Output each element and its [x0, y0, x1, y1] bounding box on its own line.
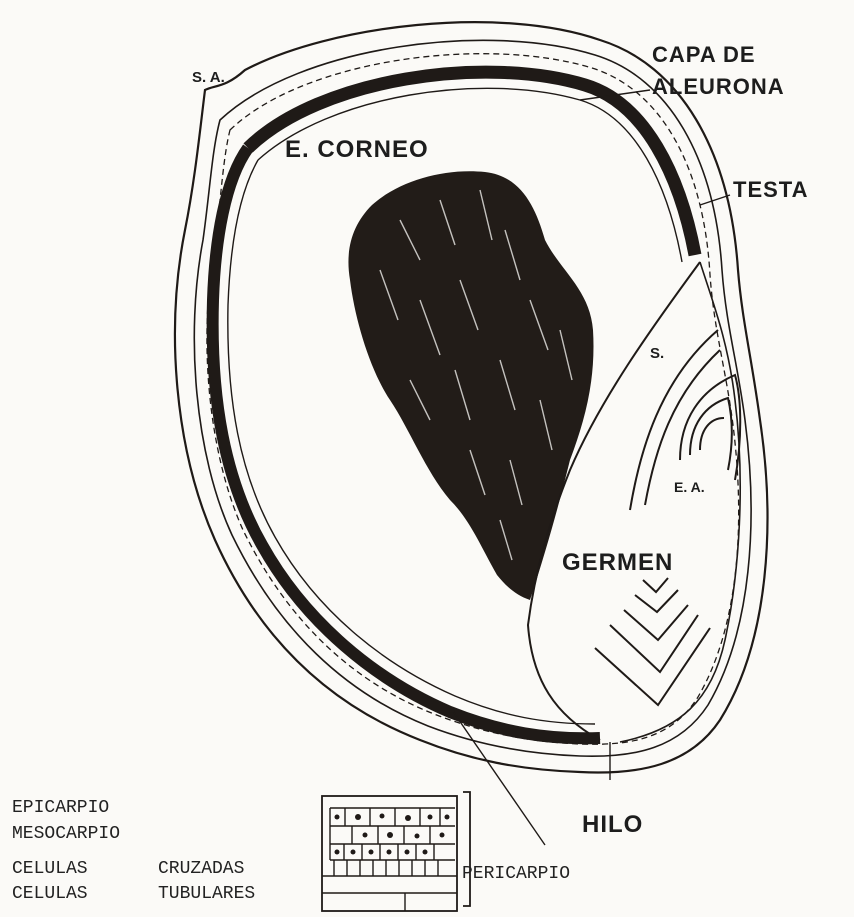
scutellum-outline [620, 262, 740, 742]
legend-epicarp: EPICARPIO [12, 798, 109, 818]
legend-cells-tubular-b: TUBULARES [158, 884, 255, 904]
label-sa: S. A. [192, 69, 225, 86]
label-germ: GERMEN [562, 549, 673, 576]
legend-cells-cross-b: CRUZADAS [158, 859, 244, 879]
label-embryonic-axis: E. A. [674, 479, 705, 495]
label-testa: TESTA [733, 177, 808, 202]
pericarp-marker [449, 707, 455, 713]
legend-mesocarp: MESOCARPIO [12, 824, 120, 844]
label-aleurone-2: ALEURONA [652, 74, 785, 99]
label-aleurone-1: CAPA DE [652, 42, 756, 67]
legend-cells-cross-a: CELULAS [12, 859, 88, 879]
legend-cells-tubular-a: CELULAS [12, 884, 88, 904]
label-hilum: HILO [582, 811, 643, 838]
label-scutellum: S. [650, 345, 664, 362]
floury-endosperm [348, 171, 593, 600]
legend-pericarp: PERICARPIO [462, 864, 570, 884]
label-corneous-endosperm: E. CORNEO [285, 136, 429, 163]
radicle-chevrons [595, 578, 710, 705]
pericarp-cross-section [322, 792, 470, 911]
